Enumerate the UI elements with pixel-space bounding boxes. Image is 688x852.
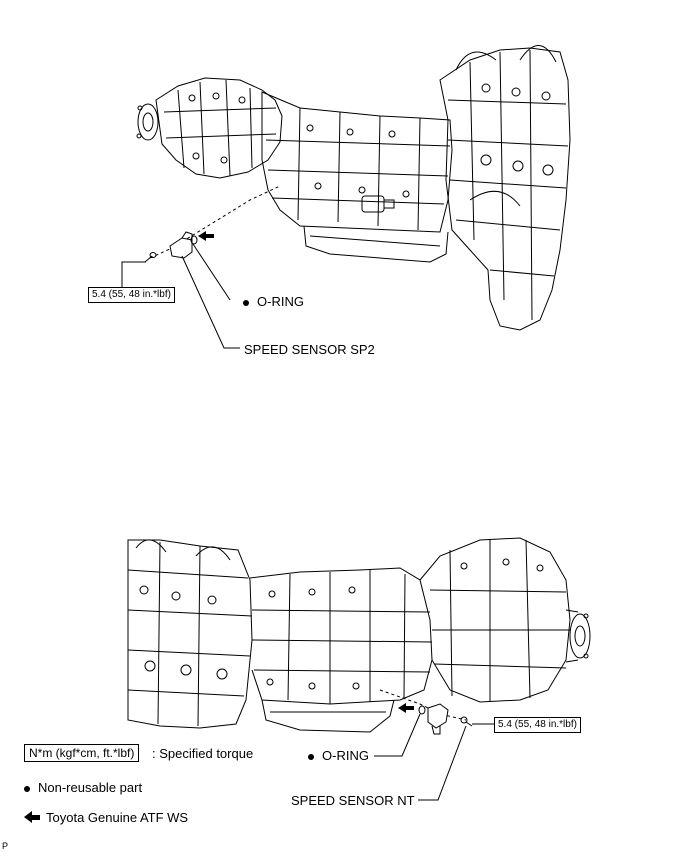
corner-mark: P bbox=[2, 841, 9, 851]
bottom-sensor-label: SPEED SENSOR NT bbox=[291, 793, 415, 808]
legend-atf-arrow-icon bbox=[24, 811, 40, 823]
non-reusable-dot-icon bbox=[308, 753, 314, 760]
top-oring-icon bbox=[190, 235, 198, 245]
bottom-oring-label: O-RING bbox=[322, 748, 369, 763]
legend-nonreusable: Non-reusable part bbox=[24, 780, 142, 795]
non-reusable-dot-icon bbox=[243, 299, 249, 306]
top-transmission-illustration bbox=[136, 45, 571, 331]
bottom-oring-callout: O-RING bbox=[308, 748, 369, 763]
legend-nonreusable-label: Non-reusable part bbox=[38, 780, 143, 795]
top-bolt-icon bbox=[144, 252, 157, 263]
top-torque-label: 5.4 (55, 48 in.*lbf) bbox=[88, 287, 175, 303]
bottom-atf-arrow-icon bbox=[398, 703, 414, 713]
legend-torque-desc: : Specified torque bbox=[152, 746, 254, 761]
top-sensor-label: SPEED SENSOR SP2 bbox=[244, 342, 375, 357]
top-atf-arrow-icon bbox=[198, 231, 214, 241]
bottom-speed-sensor-icon bbox=[427, 703, 449, 735]
top-speed-sensor-icon bbox=[169, 231, 193, 259]
bottom-bolt-icon bbox=[460, 716, 473, 727]
non-reusable-dot-icon bbox=[24, 785, 30, 792]
legend-torque-box: N*m (kgf*cm, ft.*lbf) bbox=[24, 744, 140, 762]
legend-atf-label: Toyota Genuine ATF WS bbox=[46, 810, 189, 825]
bottom-oring-icon bbox=[418, 705, 426, 715]
bottom-transmission-illustration bbox=[127, 537, 591, 733]
top-sensor-parts bbox=[121, 185, 281, 349]
bottom-sensor-parts bbox=[374, 689, 494, 801]
bottom-torque-label: 5.4 (55, 48 in.*lbf) bbox=[494, 717, 581, 733]
top-oring-callout: O-RING bbox=[243, 294, 304, 309]
top-oring-label: O-RING bbox=[257, 294, 304, 309]
